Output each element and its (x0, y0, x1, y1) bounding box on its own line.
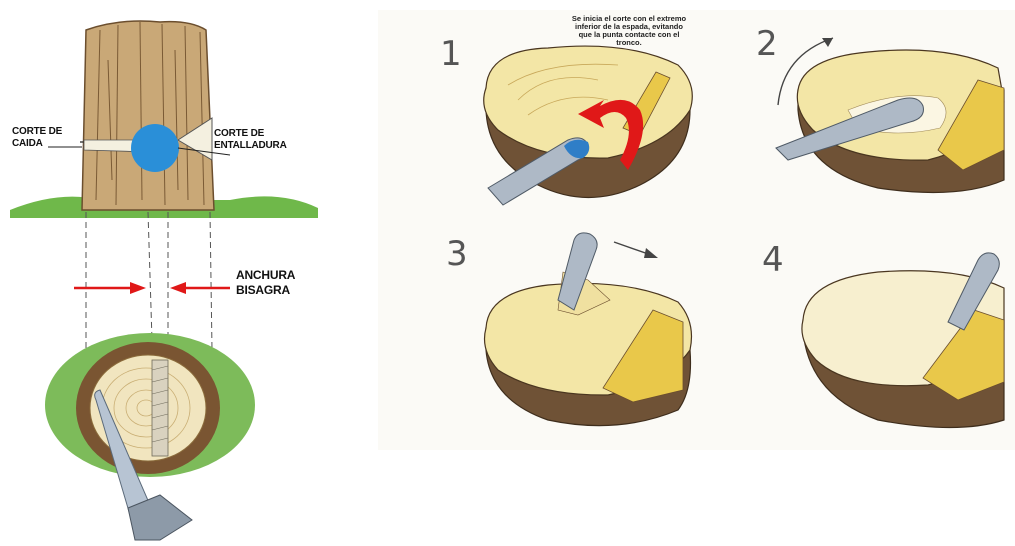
step-number-3: 3 (446, 234, 468, 274)
cutting-steps-art (378, 10, 1015, 450)
felling-cut-label: CORTE DE CAIDA (12, 126, 62, 150)
guide-lines (86, 212, 212, 350)
step3-motion-arrow-head (644, 248, 658, 258)
cutting-steps (378, 10, 1015, 450)
hinge-diagram: CORTE DE CAIDA CORTE DE ENTALLADURA ANCH… (0, 0, 330, 546)
tree-trunk (82, 21, 214, 210)
step2-motion-arrow-head (822, 38, 833, 47)
step1-instruction: Se inicia el corte con el extremo inferi… (524, 15, 734, 47)
step-number-4: 4 (762, 240, 784, 280)
hinge-marker (131, 124, 179, 172)
hinge-width-arrows (74, 282, 230, 294)
hinge-width-label: ANCHURA BISAGRA (236, 268, 295, 298)
step-number-1: 1 (440, 34, 462, 74)
step3-stump (485, 272, 692, 426)
notch-cut-label: CORTE DE ENTALLADURA (214, 128, 287, 152)
step-number-2: 2 (756, 24, 778, 64)
